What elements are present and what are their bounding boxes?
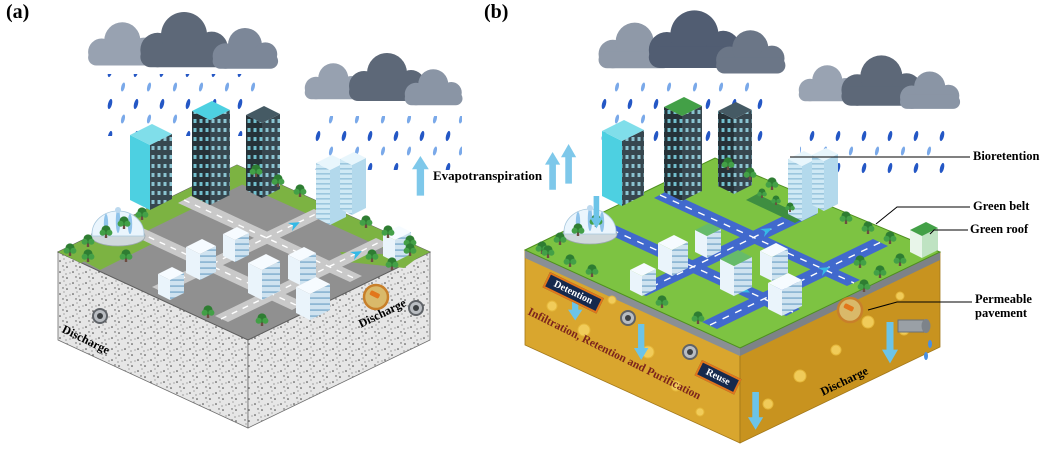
glass-tower [602,120,644,206]
callout-permeable-pavement: Permeable pavement [975,292,1032,320]
up-arrow-icon [545,152,561,190]
panel-b-scene [523,10,972,444]
raindrop-icon [928,340,932,348]
glass-tower [130,124,172,210]
pavement-layer [525,250,740,356]
rain-cloud-icon [212,27,279,69]
callout-lines [790,156,972,311]
raindrop-icon [924,352,928,360]
car-icon [843,303,854,312]
apartment-tower [788,148,838,221]
low-rise-buildings [630,223,802,316]
office-tower-green-roof [664,97,702,201]
permeable-pavement-callout-line [867,301,972,311]
callout-green-belt: Green belt [973,199,1030,213]
green-roof-callout-line [929,229,968,235]
low-rise-buildings [158,226,411,320]
bioretention-strip [746,194,806,223]
roundabout [836,296,864,324]
green-roof-building [910,222,938,258]
discharge-pipe [897,319,932,360]
panel-a-scene [56,12,463,429]
rain-cloud-group-a2 [304,53,463,170]
buildings-b [562,97,938,324]
panel-a-label: (a) [6,1,30,23]
rain-cloud-group-a1 [88,12,279,136]
callout-bioretention: Bioretention [973,149,1040,163]
car-icon [369,290,380,299]
roundabout [362,283,390,311]
panel-b-label: (b) [484,1,509,23]
green-belt-callout-line [875,206,970,225]
callout-green-roof: Green roof [970,222,1029,236]
up-arrow-icon [561,144,577,184]
apartment-tower [316,152,366,225]
office-tower [192,101,230,205]
raindrop-field [100,74,258,136]
outfalls-a [92,300,424,324]
evapotranspiration-label: Evapotranspiration [433,168,543,183]
outfalls-b [620,310,932,360]
office-tower [718,102,752,194]
buildings-a [90,101,411,320]
evaporation-arrows-b [545,144,577,190]
